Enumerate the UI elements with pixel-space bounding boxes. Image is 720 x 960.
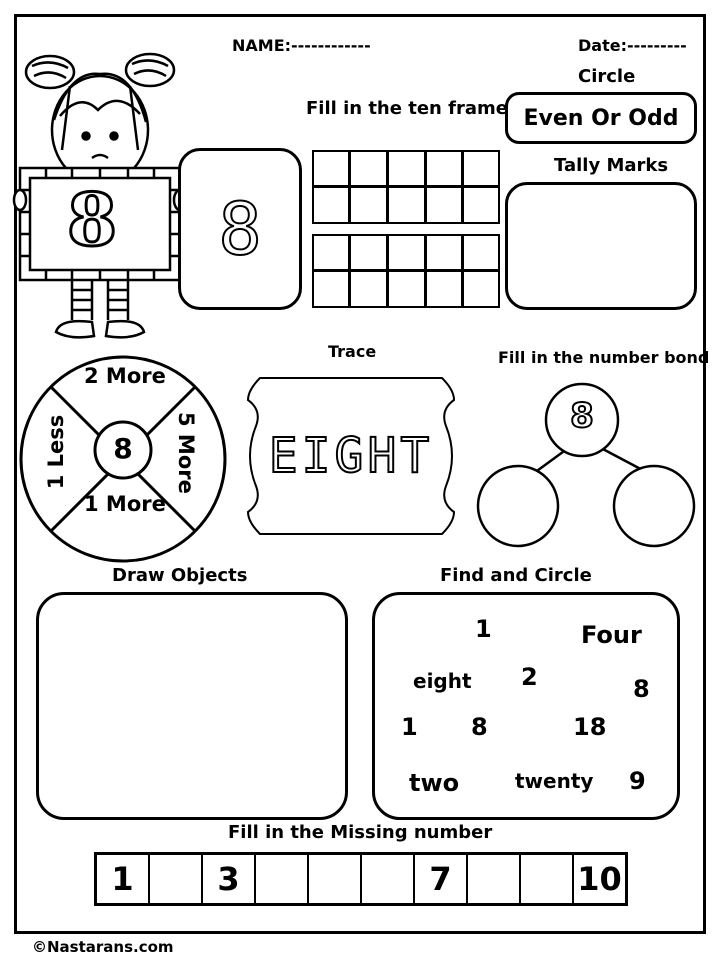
ten-frame-title: Fill in the ten frame: [306, 98, 508, 119]
name-field-label[interactable]: NAME:------------: [232, 36, 371, 55]
find-item[interactable]: 1: [475, 615, 492, 643]
tally-marks-box[interactable]: [505, 182, 697, 310]
find-item[interactable]: 9: [629, 767, 646, 795]
missing-number-title: Fill in the Missing number: [228, 822, 493, 843]
number-bond-whole: 8: [569, 395, 595, 437]
draw-objects-box[interactable]: [36, 592, 348, 820]
girl-holding-sign-illustration: [12, 52, 188, 339]
number-bond-diagram: [476, 382, 696, 548]
wheel-center-number: 8: [113, 432, 133, 465]
number-bond-title: Fill in the number bond: [498, 348, 710, 367]
wheel-five-more[interactable]: 5 More: [174, 412, 198, 494]
draw-objects-title: Draw Objects: [112, 565, 248, 586]
number-cell[interactable]: [468, 855, 521, 903]
find-and-circle-box: 1 Four eight 2 8 1 8 18 two twenty 9: [372, 592, 680, 820]
find-item[interactable]: 8: [633, 675, 650, 703]
number-cell[interactable]: [362, 855, 415, 903]
number-cell[interactable]: [150, 855, 203, 903]
trace-title: Trace: [328, 342, 377, 361]
wheel-one-less[interactable]: 1 Less: [44, 414, 68, 490]
number-trace-box[interactable]: 8: [178, 148, 302, 310]
even-odd-circle-label: Circle: [578, 66, 636, 87]
traceable-number: 8: [217, 186, 262, 272]
find-item[interactable]: 2: [521, 663, 538, 691]
find-item[interactable]: two: [409, 769, 460, 797]
number-cell[interactable]: 10: [577, 860, 622, 898]
even-odd-box[interactable]: Even Or Odd: [505, 92, 697, 144]
ten-frame-bottom[interactable]: [312, 234, 500, 308]
number-cell[interactable]: 7: [415, 855, 468, 903]
number-cell[interactable]: [309, 855, 362, 903]
ten-frame-top[interactable]: [312, 150, 500, 224]
copyright-text: ©Nastarans.com: [32, 938, 174, 956]
find-item[interactable]: 1: [401, 713, 418, 741]
number-cell[interactable]: 3: [203, 855, 256, 903]
tally-marks-title: Tally Marks: [554, 155, 669, 176]
sign-number: 8: [65, 177, 118, 262]
number-cell[interactable]: [256, 855, 309, 903]
wheel-one-more[interactable]: 1 More: [84, 492, 166, 516]
find-item[interactable]: Four: [581, 621, 642, 649]
find-item[interactable]: 8: [471, 713, 488, 741]
wheel-two-more[interactable]: 2 More: [84, 364, 166, 388]
find-item[interactable]: eight: [413, 669, 472, 693]
date-field-label[interactable]: Date:---------: [578, 36, 687, 55]
number-cell[interactable]: 1: [97, 855, 150, 903]
page-border: [14, 14, 706, 934]
trace-frame: [246, 377, 456, 535]
find-and-circle-title: Find and Circle: [440, 565, 592, 586]
find-item[interactable]: twenty: [515, 769, 594, 793]
more-less-wheel: [19, 355, 227, 563]
trace-word[interactable]: EIGHT: [268, 427, 434, 485]
missing-number-strip: 1 3 7 10: [94, 852, 628, 906]
number-cell[interactable]: [521, 855, 574, 903]
find-item[interactable]: 18: [573, 713, 607, 741]
